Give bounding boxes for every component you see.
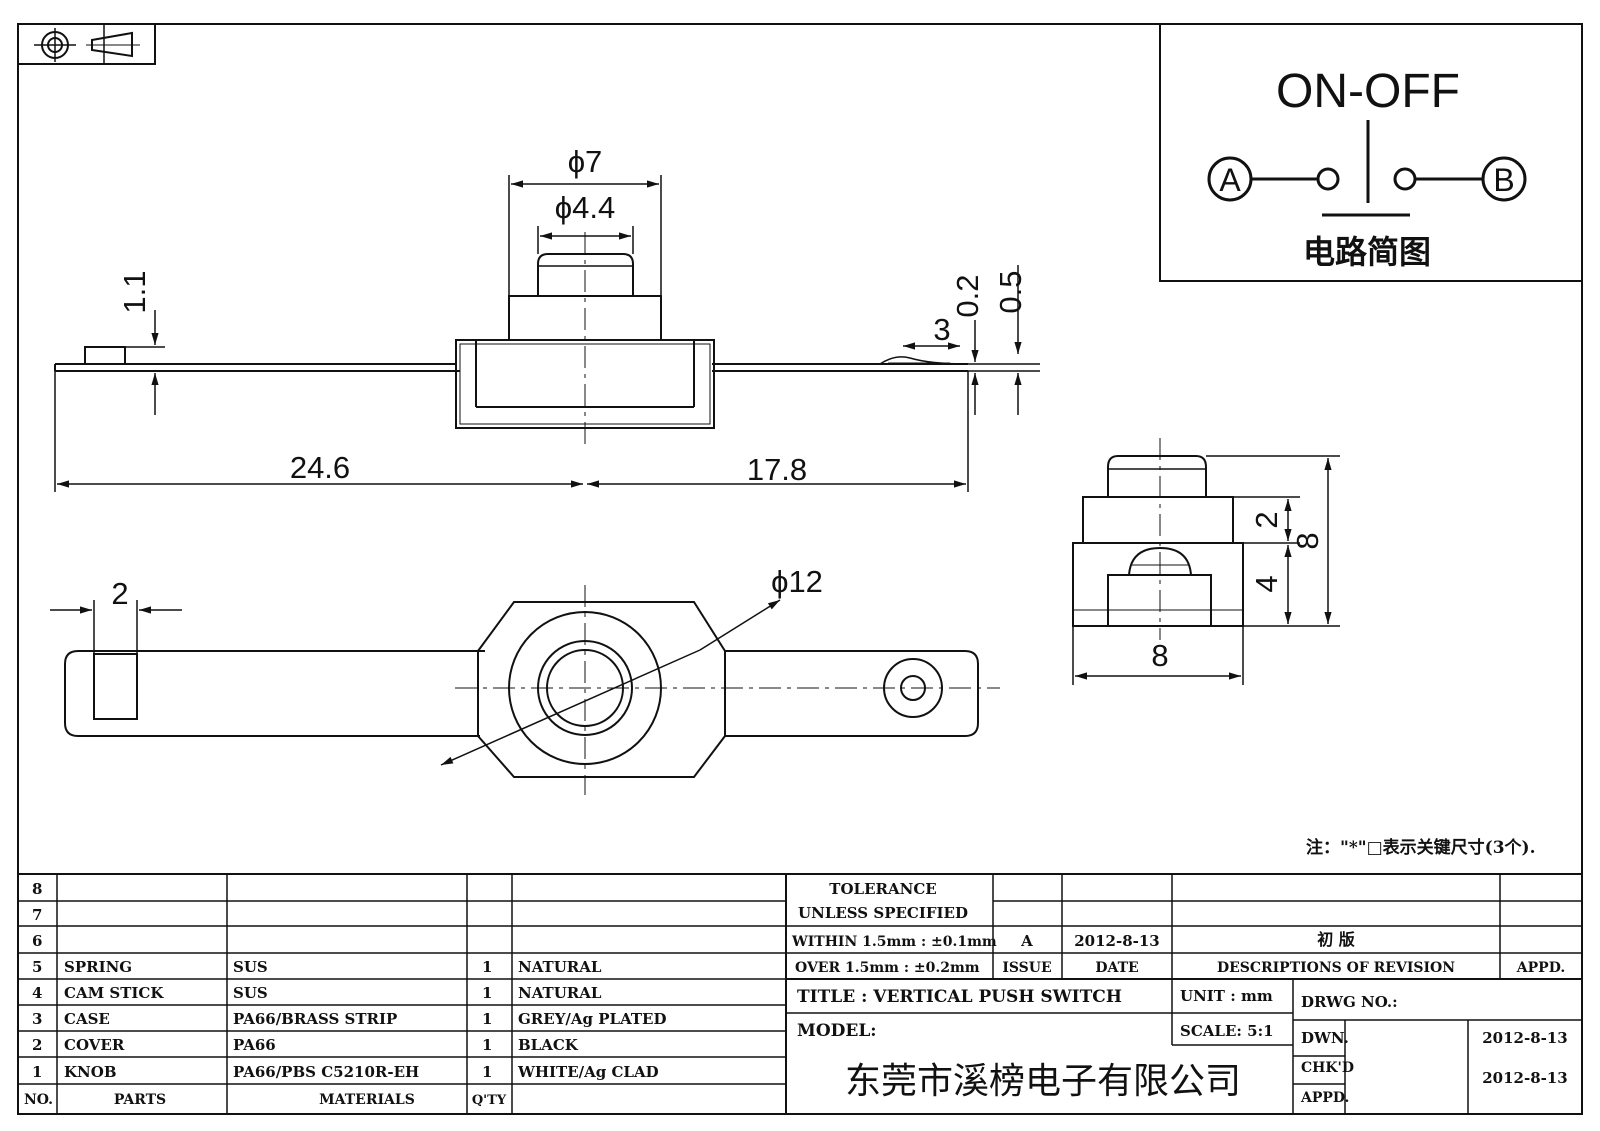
- svg-text:CASE: CASE: [64, 1010, 110, 1028]
- table-header: NO. PARTS MATERIALS Q'TY: [24, 1092, 507, 1108]
- svg-text:1: 1: [482, 1036, 492, 1054]
- dim-24-6: 24.6: [290, 450, 350, 485]
- svg-text:2012-8-13: 2012-8-13: [1482, 1029, 1568, 1047]
- svg-text:CAM STICK: CAM STICK: [64, 984, 164, 1002]
- dim-phi7: ϕ7: [568, 144, 603, 179]
- svg-text:DRWG NO.:: DRWG NO.:: [1301, 993, 1398, 1011]
- svg-text:APPD.: APPD.: [1300, 1090, 1349, 1106]
- svg-text:DESCRIPTIONS OF REVISION: DESCRIPTIONS OF REVISION: [1217, 960, 1455, 976]
- svg-text:MODEL:: MODEL:: [797, 1021, 877, 1041]
- table-row: 8: [32, 880, 42, 898]
- svg-text:APPD.: APPD.: [1516, 960, 1565, 976]
- dim-3: 3: [933, 312, 950, 347]
- svg-text:CHK'D: CHK'D: [1301, 1060, 1354, 1076]
- drawing-note: 注："*"□表示关键尺寸(3个).: [1306, 837, 1536, 858]
- svg-text:2012-8-13: 2012-8-13: [1074, 932, 1160, 950]
- dim-side-4: 4: [1249, 575, 1284, 592]
- table-row: 2 COVER PA66 1 BLACK: [32, 1036, 579, 1054]
- svg-text:初 版: 初 版: [1317, 930, 1355, 949]
- svg-text:1: 1: [482, 958, 492, 976]
- terminal-b-label: B: [1493, 162, 1514, 198]
- dim-phi4-4: ϕ4.4: [555, 190, 615, 225]
- projection-symbol-icon: [17, 23, 156, 65]
- circuit-diagram: ON-OFF A B 电路简图: [1159, 23, 1583, 282]
- table-row: 5 SPRING SUS 1 NATURAL: [32, 958, 602, 976]
- svg-text:OVER 1.5mm : ±0.2mm: OVER 1.5mm : ±0.2mm: [795, 960, 980, 976]
- svg-text:NATURAL: NATURAL: [518, 984, 602, 1002]
- svg-text:3: 3: [32, 1010, 42, 1028]
- dim-side-2: 2: [1249, 511, 1284, 528]
- svg-text:WITHIN 1.5mm : ±0.1mm: WITHIN 1.5mm : ±0.1mm: [791, 934, 997, 950]
- terminal-a-label: A: [1219, 162, 1241, 198]
- side-view: [1072, 438, 1244, 640]
- svg-text:COVER: COVER: [64, 1036, 125, 1054]
- svg-text:UNIT : mm: UNIT : mm: [1180, 987, 1273, 1005]
- svg-text:PARTS: PARTS: [114, 1092, 166, 1108]
- svg-text:NATURAL: NATURAL: [518, 958, 602, 976]
- dim-phi12: ϕ12: [771, 564, 823, 599]
- svg-text:NO.: NO.: [24, 1092, 53, 1108]
- svg-text:5: 5: [32, 958, 42, 976]
- dim-side-8-width: 8: [1151, 638, 1168, 673]
- svg-text:1: 1: [32, 1063, 42, 1081]
- svg-text:1: 1: [482, 1010, 492, 1028]
- table-row: 3 CASE PA66/BRASS STRIP 1 GREY/Ag PLATED: [32, 1010, 667, 1028]
- table-row: 6: [32, 932, 42, 950]
- dim-1-1: 1.1: [117, 270, 152, 313]
- dim-17-8: 17.8: [747, 452, 807, 487]
- svg-text:WHITE/Ag CLAD: WHITE/Ag CLAD: [517, 1063, 659, 1081]
- table-row: 1 KNOB PA66/PBS C5210R-EH 1 WHITE/Ag CLA…: [32, 1063, 659, 1081]
- svg-text:MATERIALS: MATERIALS: [319, 1092, 415, 1108]
- terminal-b-circle: [1481, 156, 1527, 202]
- drawing-title: TITLE : VERTICAL PUSH SWITCH: [797, 987, 1122, 1007]
- top-dimensions: [50, 599, 781, 766]
- svg-text:SPRING: SPRING: [64, 958, 132, 976]
- dim-0-2: 0.2: [950, 274, 985, 317]
- svg-text:TOLERANCE: TOLERANCE: [829, 880, 936, 898]
- dim-side-8-height: 8: [1290, 532, 1325, 549]
- svg-text:SCALE: 5:1: SCALE: 5:1: [1180, 1022, 1274, 1040]
- drawing-border: [17, 23, 1583, 1115]
- svg-text:8: 8: [32, 880, 42, 898]
- svg-text:UNLESS SPECIFIED: UNLESS SPECIFIED: [798, 904, 968, 922]
- svg-text:BLACK: BLACK: [518, 1036, 579, 1054]
- svg-text:7: 7: [32, 906, 42, 924]
- side-dimensions: [1072, 455, 1340, 685]
- svg-text:ISSUE: ISSUE: [1002, 960, 1051, 976]
- svg-text:A: A: [1020, 932, 1033, 950]
- svg-text:PA66/BRASS STRIP: PA66/BRASS STRIP: [233, 1010, 397, 1028]
- svg-text:1: 1: [482, 1063, 492, 1081]
- bom-table: 8 7 6 5 SPRING SUS 1 NATURAL 4 CAM STICK…: [24, 880, 667, 1108]
- top-view: [64, 585, 1000, 795]
- svg-text:PA66: PA66: [233, 1036, 276, 1054]
- svg-text:2012-8-13: 2012-8-13: [1482, 1069, 1568, 1087]
- front-dimensions: [54, 175, 1040, 492]
- table-row: 4 CAM STICK SUS 1 NATURAL: [32, 984, 602, 1002]
- bom-and-title-grid: [18, 873, 1582, 1114]
- svg-text:6: 6: [32, 932, 42, 950]
- svg-text:GREY/Ag PLATED: GREY/Ag PLATED: [518, 1010, 667, 1028]
- dim-strip-2: 2: [111, 576, 128, 611]
- front-view: [54, 232, 969, 450]
- svg-text:2: 2: [32, 1036, 42, 1054]
- title-block: TOLERANCE UNLESS SPECIFIED WITHIN 1.5mm …: [791, 880, 1568, 1106]
- circuit-title: ON-OFF: [1276, 65, 1460, 118]
- svg-text:KNOB: KNOB: [64, 1063, 117, 1081]
- svg-text:SUS: SUS: [233, 984, 268, 1002]
- svg-text:DWN.: DWN.: [1301, 1029, 1349, 1047]
- circuit-caption: 电路简图: [1303, 233, 1431, 271]
- svg-text:Q'TY: Q'TY: [472, 1093, 507, 1108]
- company-name: 东莞市溪榜电子有限公司: [845, 1061, 1241, 1102]
- svg-text:4: 4: [32, 984, 42, 1002]
- table-row: 7: [32, 906, 42, 924]
- svg-text:1: 1: [482, 984, 492, 1002]
- svg-text:SUS: SUS: [233, 958, 268, 976]
- svg-text:DATE: DATE: [1095, 960, 1138, 976]
- svg-text:PA66/PBS C5210R-EH: PA66/PBS C5210R-EH: [233, 1063, 419, 1081]
- dim-0-5: 0.5: [993, 270, 1028, 313]
